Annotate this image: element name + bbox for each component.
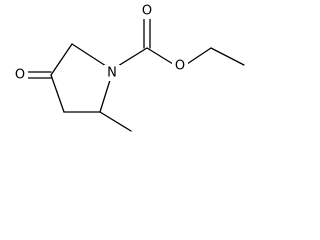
structure-diagram: O N O O — [0, 0, 254, 140]
bond-c3-c2 — [50, 43, 73, 76]
bond-c5-methyl — [99, 111, 132, 132]
bond-o-ch2 — [186, 47, 212, 65]
ester-oxygen-label: O — [175, 59, 185, 74]
ketone-oxygen-label: O — [15, 68, 25, 83]
bond-n-carbonyl-c — [117, 47, 148, 67]
bond-ch2-ch3 — [210, 47, 245, 66]
bond-c-ester-o — [146, 47, 174, 65]
ring-nitrogen-label: N — [107, 66, 117, 81]
atom-labels: O N O O — [12, 3, 188, 83]
bond-c2-n — [71, 43, 107, 67]
bond-n-c5 — [99, 79, 111, 113]
molecule-drawing: O N O O — [12, 3, 245, 132]
carbonyl-oxygen-label: O — [142, 4, 152, 19]
bonds — [27, 17, 245, 132]
bond-c4-c3 — [50, 74, 65, 113]
